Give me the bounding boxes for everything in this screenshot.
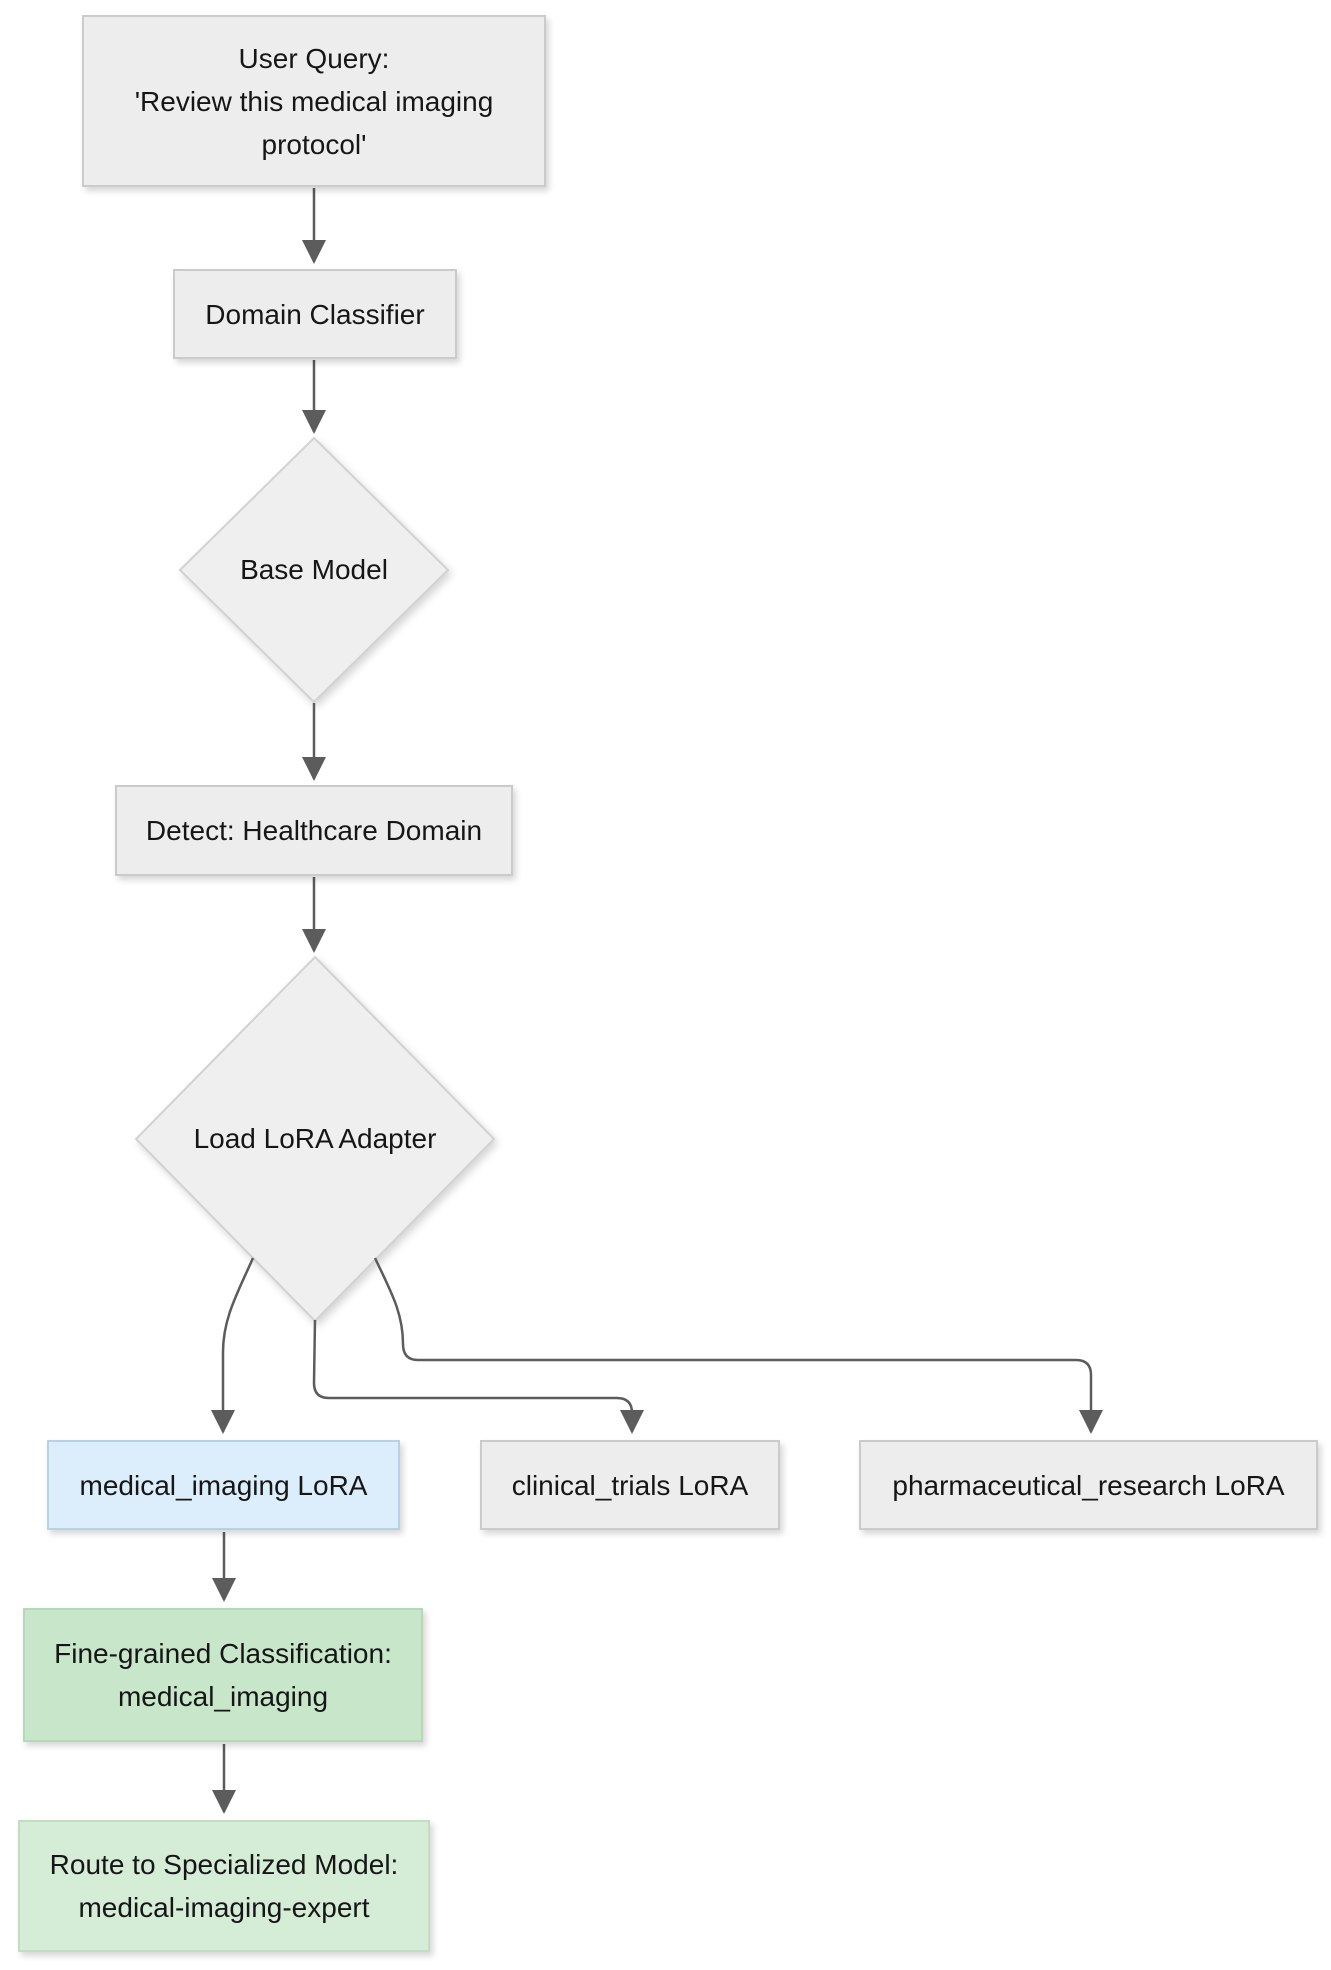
- node-pharmaceutical-research-lora-label: pharmaceutical_research LoRA: [892, 1469, 1285, 1501]
- node-detect-healthcare-domain-label: Detect: Healthcare Domain: [145, 815, 483, 846]
- node-base-model-shape: [178, 436, 450, 704]
- node-route-to-specialized-model-line1: Route to Specialized Model:: [49, 1849, 399, 1880]
- node-pharmaceutical-research-lora: pharmaceutical_research LoRA: [859, 1440, 1318, 1530]
- node-clinical-trials-lora: clinical_trials LoRA: [480, 1440, 780, 1530]
- node-fine-grained-classification-line1: Fine-grained Classification:: [54, 1638, 392, 1669]
- node-medical-imaging-lora: medical_imaging LoRA: [47, 1440, 400, 1530]
- node-base-model-label: Base Model: [240, 554, 388, 585]
- node-medical-imaging-lora-label: medical_imaging LoRA: [79, 1469, 368, 1501]
- node-user-query-line1: User Query:: [238, 42, 390, 74]
- node-user-query-line2: 'Review this medical imaging: [134, 85, 494, 117]
- node-user-query: User Query: 'Review this medical imaging…: [82, 15, 546, 187]
- node-user-query-line3: protocol': [261, 128, 367, 160]
- node-fine-grained-classification: Fine-grained Classification: medical_ima…: [23, 1608, 423, 1742]
- node-route-to-specialized-model-line2: medical-imaging-expert: [78, 1892, 370, 1923]
- node-clinical-trials-lora-label: clinical_trials LoRA: [511, 1469, 749, 1501]
- node-route-to-specialized-model: Route to Specialized Model: medical-imag…: [18, 1820, 430, 1952]
- node-detect-healthcare-domain: Detect: Healthcare Domain: [115, 785, 513, 876]
- node-domain-classifier: Domain Classifier: [173, 269, 457, 359]
- edge-load-lora-to-pharmaceutical-research: [373, 1257, 1103, 1434]
- edge-load-lora-to-medical-imaging: [211, 1257, 255, 1434]
- node-domain-classifier-label: Domain Classifier: [205, 298, 425, 330]
- node-load-lora-adapter-label: Load LoRA Adapter: [193, 1123, 437, 1154]
- node-fine-grained-classification-line2: medical_imaging: [117, 1681, 329, 1712]
- edge-load-lora-to-clinical-trials: [312, 1319, 644, 1434]
